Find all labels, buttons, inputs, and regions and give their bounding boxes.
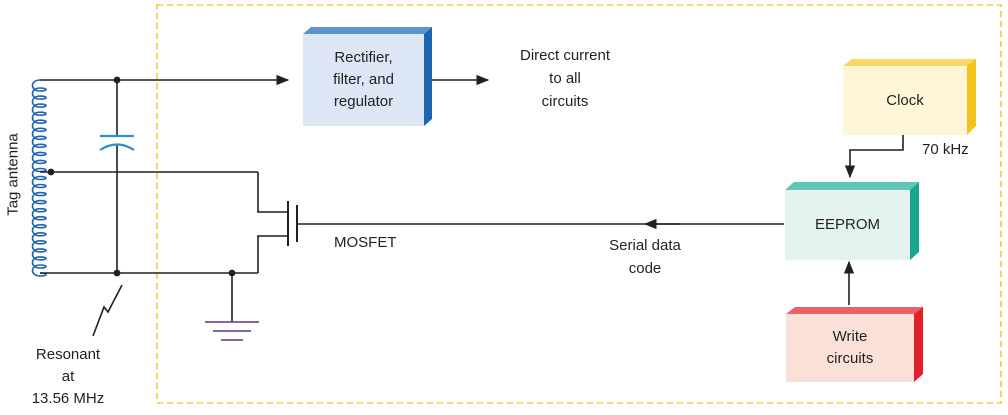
- resonant-line-1: Resonant: [35, 346, 101, 363]
- serial-data-line-1: Serial data: [609, 237, 681, 254]
- clock-to-eeprom-wire: [844, 135, 904, 179]
- write-line-1: Write: [832, 328, 868, 345]
- eeprom-label: EEPROM: [814, 216, 880, 233]
- clock-frequency-label: 70 kHz: [922, 141, 969, 158]
- direct-current-line-1: Direct current: [519, 47, 611, 64]
- ground-symbol: [205, 321, 259, 341]
- resonant-line-2: at: [61, 368, 75, 385]
- direct-current-line-3: circuits: [541, 93, 589, 110]
- clock-label: Clock: [886, 91, 924, 109]
- eeprom-block: [785, 182, 919, 260]
- resonant-frequency: 13.56 MHz: [31, 390, 105, 407]
- serial-data-label: Serial data code: [585, 234, 705, 280]
- resonant-label: Resonant at 13.56 MHz: [18, 344, 118, 410]
- wire-mosfet-drain: [257, 172, 287, 213]
- junction-dots: [47, 76, 236, 277]
- direct-current-label: Direct current to all circuits: [490, 44, 640, 113]
- rectifier-line-1: Rectifier,: [334, 49, 393, 66]
- clock-block: [843, 59, 976, 135]
- write-circuits-label: Write circuits: [786, 314, 914, 382]
- rectifier-block: [303, 27, 432, 126]
- capacitor-symbol: [99, 134, 135, 151]
- mosfet-label: MOSFET: [334, 234, 397, 251]
- rectifier-line-2: filter, and: [333, 71, 394, 88]
- tag-antenna-label: Tag antenna: [4, 133, 22, 216]
- circuit-wires: [40, 74, 904, 337]
- tag-antenna-coil: [31, 79, 47, 277]
- rectifier-label: Rectifier, filter, and regulator: [303, 34, 424, 126]
- rectifier-line-3: regulator: [333, 93, 394, 110]
- antenna-coil-path: [31, 79, 47, 277]
- wire-mosfet-source: [257, 235, 287, 273]
- serial-data-line-2: code: [628, 260, 662, 277]
- resonance-indicator: [92, 284, 123, 337]
- write-circuits-block: [786, 307, 923, 382]
- chip-boundary: [156, 4, 1002, 404]
- write-line-2: circuits: [826, 350, 874, 367]
- direct-current-line-2: to all: [549, 70, 581, 87]
